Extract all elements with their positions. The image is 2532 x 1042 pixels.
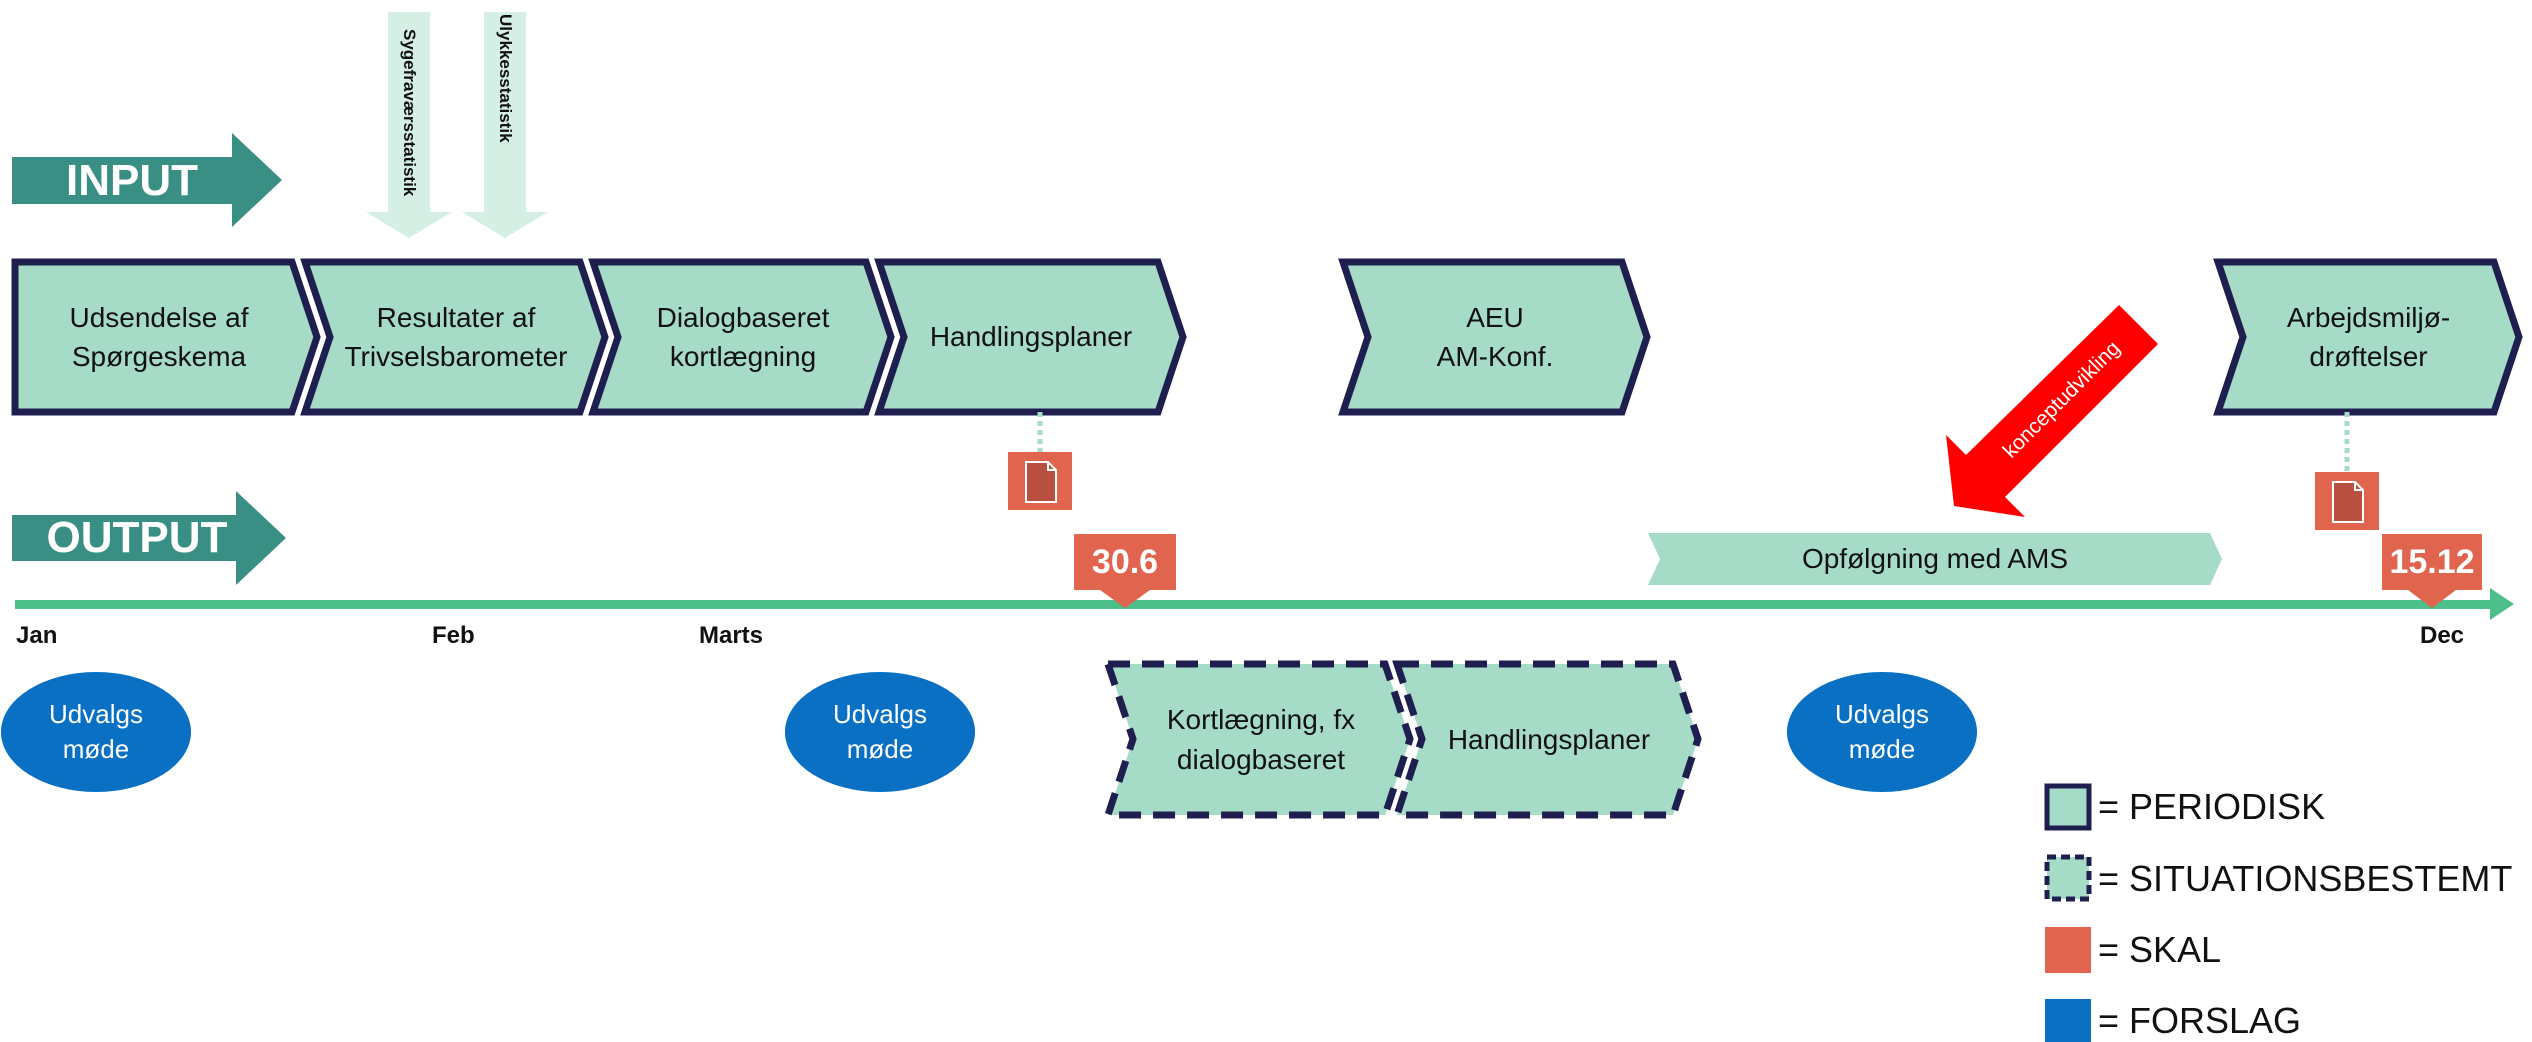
legend-label-skal: = SKAL: [2098, 929, 2222, 970]
meeting-label-3: Udvalgs møde: [1835, 698, 1929, 764]
timeline-bar: [15, 600, 2493, 609]
process-label-1: Udsendelse af Spørgeskema: [69, 301, 249, 372]
deadline-marker-1: [1074, 534, 1176, 608]
meeting-label-2: Udvalgs møde: [833, 698, 927, 764]
deadline-marker-2: [2382, 534, 2482, 608]
input-label-sygefravaer: Sygefraværsstatistik: [400, 29, 419, 197]
legend-swatch-periodisk: [2044, 783, 2092, 831]
deadline-label-1: 30.6: [1091, 542, 1159, 581]
document-icon: [2315, 472, 2379, 530]
input-arrow: [12, 133, 282, 227]
timeline-arrowhead: [2490, 588, 2514, 620]
month-label-feb: Feb: [432, 622, 475, 649]
output-arrow: [12, 491, 286, 585]
process-label-4: Handlingsplaner: [929, 321, 1133, 353]
process-chevron-4: [874, 258, 1187, 416]
process-chevron-2: [300, 258, 609, 416]
month-label-jan: Jan: [16, 622, 58, 649]
input-label-ulykke: Ulykkesstatistik: [496, 13, 515, 143]
situational-label-2: Handlingsplaner: [1447, 723, 1651, 755]
followup-band: [1648, 533, 2222, 585]
input-label: INPUT: [66, 155, 198, 205]
legend-label-forslag: = FORSLAG: [2098, 1000, 2302, 1041]
process-chevron-6: [2213, 258, 2523, 416]
situational-label-1: Kortlægning, fx dialogbaseret: [1166, 704, 1356, 775]
meeting-oval-3: [1787, 672, 1977, 792]
process-chevron-1: [11, 258, 321, 416]
legend-label-situationsbestemt: = SITUATIONSBESTEMT: [2098, 858, 2513, 899]
legend-swatch-situationsbestemt: [2044, 854, 2092, 902]
output-label: OUTPUT: [46, 513, 228, 562]
situational-chevron-1: [1103, 660, 1414, 819]
meeting-oval-2: [785, 672, 975, 792]
process-chevron-3: [588, 258, 895, 416]
input-arrow-ulykke: [462, 12, 548, 238]
meeting-oval-1: [1, 672, 191, 792]
process-label-6: Arbejdsmiljø- drøftelser: [2286, 301, 2451, 372]
concept-arrow: [1946, 305, 2158, 517]
month-label-dec: Dec: [2420, 622, 2465, 649]
process-label-3: Dialogbaseret kortlægning: [656, 301, 830, 372]
process-label-2: Resultater af Trivselsbarometer: [344, 301, 568, 372]
document-icon: [1008, 452, 1072, 510]
legend-label-periodisk: = PERIODISK: [2098, 786, 2326, 827]
deadline-label-2: 15.12: [2389, 542, 2475, 581]
month-label-marts: Marts: [699, 622, 764, 649]
legend-swatch-forslag: [2045, 999, 2091, 1042]
legend-swatch-skal: [2045, 927, 2091, 973]
process-chevron-5: [1338, 258, 1651, 416]
situational-chevron-2: [1392, 660, 1702, 819]
process-label-5: AEU AM-Konf.: [1436, 301, 1554, 372]
followup-label: Opfølgning med AMS: [1801, 543, 2069, 574]
meeting-label-1: Udvalgs møde: [49, 698, 143, 764]
input-arrow-sygefravaer: [366, 12, 452, 238]
